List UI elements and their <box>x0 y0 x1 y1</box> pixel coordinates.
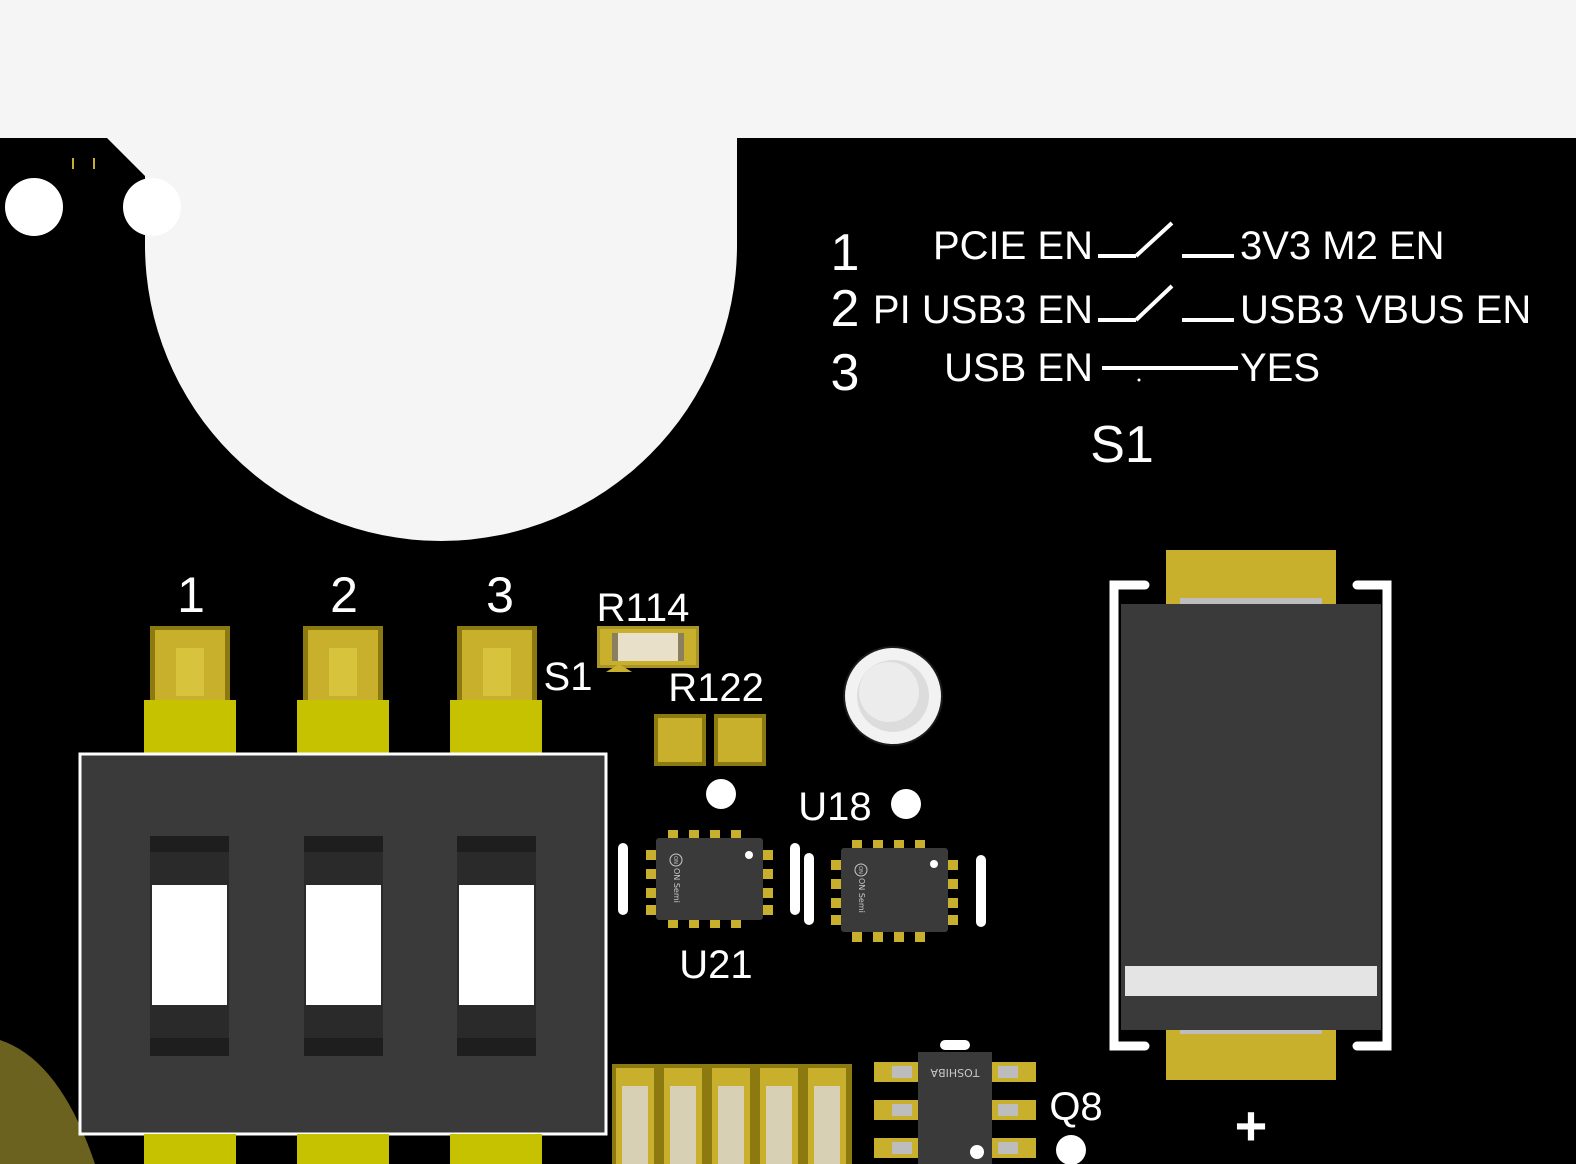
legend-signal: USB EN <box>944 346 1093 390</box>
pin1-dot <box>1056 1135 1086 1164</box>
diode-silk-outline <box>1109 580 1392 1051</box>
u21-label: U21 <box>679 943 752 987</box>
switch-pad-bottom <box>144 1134 236 1164</box>
ic-body <box>656 838 763 920</box>
switch-position-label: 1 <box>177 567 205 623</box>
silk-tick <box>72 158 74 169</box>
legend-row-num: 3 <box>831 344 860 402</box>
legend-target: 3V3 M2 EN <box>1240 224 1445 268</box>
legend-signal: PCIE EN <box>933 224 1093 268</box>
q8-label: Q8 <box>1049 1085 1102 1129</box>
q8-pin1-mark <box>970 1145 984 1159</box>
r122-label: R122 <box>668 666 764 710</box>
polarity-plus: + <box>1235 1094 1268 1157</box>
switch-symbol-open <box>1098 221 1234 258</box>
onsemi-logo: ON <box>672 856 678 864</box>
legend-table: 1 PCIE EN 3V3 M2 EN 2 PI USB3 EN USB3 VB… <box>831 221 1531 474</box>
resistor-array <box>612 1064 852 1164</box>
silk-tick <box>93 158 95 169</box>
legend-row-num: 1 <box>831 224 860 282</box>
silk-dot <box>1137 378 1141 382</box>
silk-bar <box>940 1040 970 1050</box>
diode-package: + <box>1109 550 1392 1157</box>
silk-bar <box>618 843 628 915</box>
ic-u18: U18 ON ON Semi <box>798 785 986 942</box>
legend-designator: S1 <box>1090 416 1154 474</box>
ic-u21: ON ON Semi U21 <box>618 830 800 987</box>
pin1-dot <box>891 789 921 819</box>
toshiba-marking: TOSHIBA <box>930 1066 980 1079</box>
dip-switch-s1: 1 2 3 S1 <box>78 567 608 1164</box>
pin1-dot <box>706 779 736 809</box>
diode-pad-top <box>1166 550 1336 604</box>
ic-body <box>841 848 948 932</box>
legend-target: USB3 VBUS EN <box>1240 288 1531 332</box>
silk-bar <box>790 843 800 915</box>
silk-bar <box>976 855 986 927</box>
switch-actuator <box>304 836 383 1056</box>
switch-designator: S1 <box>544 655 593 699</box>
resistor-r122: R122 <box>654 666 766 766</box>
switch-pad-top <box>450 626 542 760</box>
switch-actuator <box>457 836 536 1056</box>
switch-position-label: 2 <box>330 567 358 623</box>
ic-pin1-mark <box>745 851 753 859</box>
switch-symbol-open <box>1098 284 1234 322</box>
legend-signal: PI USB3 EN <box>873 288 1093 332</box>
onsemi-text: ON Semi <box>857 878 866 913</box>
switch-position-label: 3 <box>486 567 514 623</box>
u18-label: U18 <box>798 785 871 829</box>
r114-label: R114 <box>597 586 690 630</box>
diode-pad-bottom <box>1166 1030 1336 1080</box>
onsemi-logo: ON <box>857 866 863 874</box>
mounting-hole-left <box>5 178 63 236</box>
copper-pour <box>0 1040 95 1164</box>
q8-body <box>918 1052 992 1164</box>
switch-pad-top <box>144 626 236 760</box>
onsemi-text: ON Semi <box>672 868 681 903</box>
diode-body <box>1121 604 1381 1030</box>
cathode-band <box>1125 966 1377 996</box>
silk-bar <box>804 853 814 925</box>
legend-row-num: 2 <box>831 280 860 338</box>
resistor-r114: R114 <box>597 586 699 672</box>
legend-target: YES <box>1240 346 1320 390</box>
test-pad <box>843 646 943 746</box>
switch-actuator <box>150 836 229 1056</box>
switch-pad-bottom <box>297 1134 389 1164</box>
ic-pin1-mark <box>930 860 938 868</box>
transistor-q8: TOSHIBA Q8 <box>874 1040 1103 1164</box>
switch-pad-bottom <box>450 1134 542 1164</box>
switch-pad-top <box>297 626 389 760</box>
mounting-hole-right <box>123 178 181 236</box>
